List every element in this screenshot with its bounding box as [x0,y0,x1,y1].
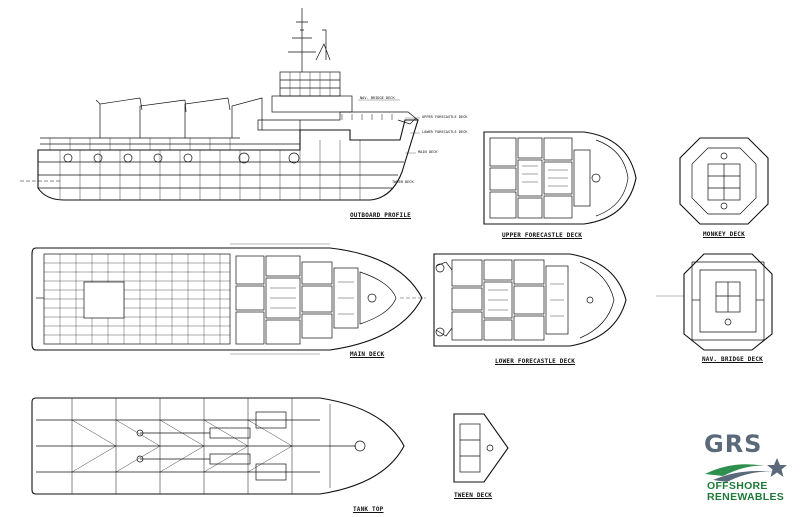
label-lower-forecastle-deck: LOWER FORECASTLE DECK [495,358,576,365]
label-tween-deck: TWEEN DECK [454,492,493,499]
callout-upper-forecastle-deck: UPPER FORECASTLE DECK [422,115,468,119]
main-deck-view [31,243,426,355]
crane-aft [95,97,143,138]
logo-renewables-text: RENEWABLES [707,491,785,503]
nav-bridge-deck-view [656,253,773,351]
label-outboard-profile: OUTBOARD PROFILE [350,212,411,219]
label-monkey-deck: MONKEY DECK [703,231,745,238]
monkey-deck-view [679,137,769,225]
upper-forecastle-deck-view [483,131,637,225]
grs-logo: GRS OFFSHORE RENEWABLES [703,430,795,512]
label-tank-top: TANK TOP [353,506,384,513]
tween-deck-outline [453,413,509,483]
callout-tween-deck: TWEEN DECK [392,180,414,184]
label-nav-bridge-deck: NAV. BRIDGE DECK [702,356,763,363]
lower-fc-outline [433,253,627,347]
tank-top-view [31,397,405,495]
logo-brand-text: GRS [704,430,763,458]
logo-swoosh-icon [705,458,787,482]
nav-bridge-outline [683,253,773,351]
monkey-deck-outline [679,137,769,225]
outboard-profile-view [20,8,420,201]
callout-main-deck: MAIN DECK [418,150,438,154]
callout-lower-forecastle-deck: LOWER FORECASTLE DECK [422,130,468,134]
callout-nav-bridge-deck: NAV. BRIDGE DECK [360,96,395,100]
label-main-deck: MAIN DECK [350,351,385,358]
label-upper-forecastle-deck: UPPER FORECASTLE DECK [502,232,583,239]
lower-forecastle-deck-view [433,253,627,347]
tank-top-outline [31,397,405,495]
logo-offshore-text: OFFSHORE [707,480,768,492]
upper-fc-outline [483,131,637,225]
profile-hull-outline [37,119,419,201]
crane-mid [139,99,187,138]
mast [288,8,316,72]
main-deck-outline [31,247,423,351]
tween-deck-view [453,413,509,483]
crane-fwd [184,97,231,138]
